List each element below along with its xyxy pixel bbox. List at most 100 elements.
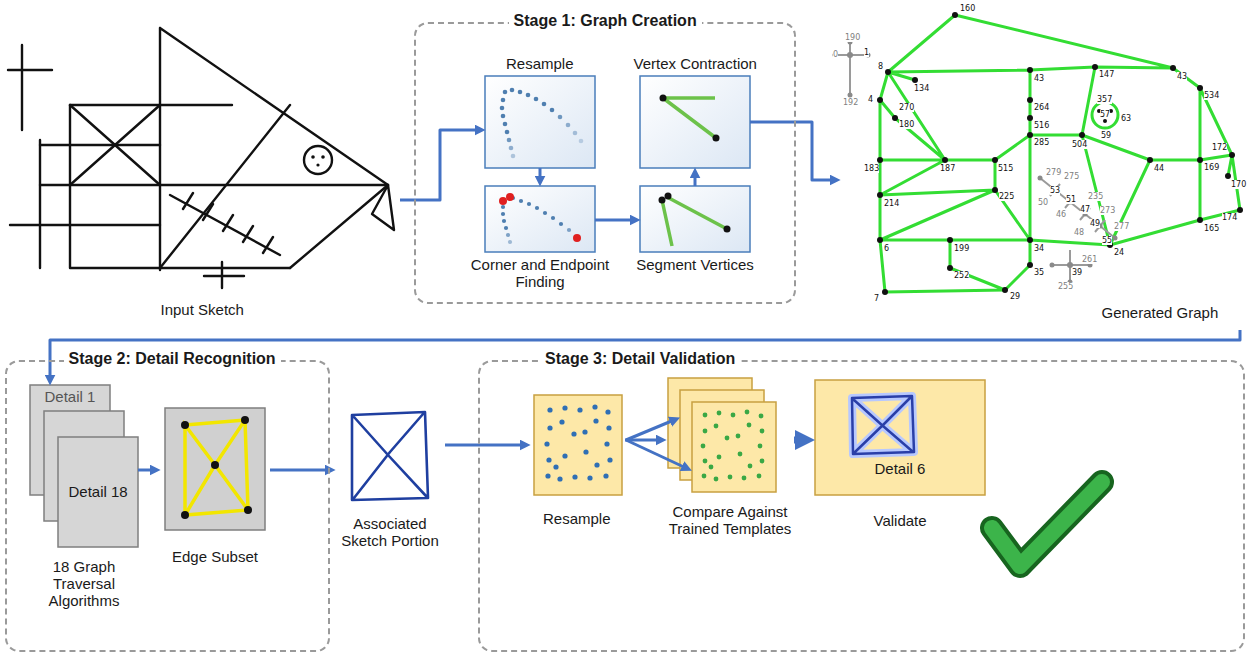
template-stack <box>668 378 776 492</box>
label-anchor: 63 <box>1121 114 1131 123</box>
panel-caption: Validate <box>874 512 927 529</box>
label-anchor: 357 <box>1097 95 1112 104</box>
vertex-number: 264 <box>1034 103 1049 112</box>
detail-card-stack <box>30 385 138 547</box>
panel-caption: Associated Sketch Portion <box>335 515 445 550</box>
label-anchor: 273 <box>1100 206 1115 215</box>
label-anchor: 51 <box>1066 195 1076 204</box>
label-anchor: 0 <box>833 50 838 59</box>
vertex-number: 187 <box>940 164 955 173</box>
vertex-number: 1 <box>864 48 869 57</box>
process-panel: Resample <box>485 55 595 168</box>
label-anchor: 43 <box>1177 72 1187 81</box>
label-anchor: 277 <box>1114 222 1129 231</box>
vertex-number: 55 <box>1102 236 1112 245</box>
flow-arrow <box>445 444 524 447</box>
input-sketch-drawing <box>8 28 394 288</box>
detail-label: Detail 6 <box>875 460 926 477</box>
label-anchor: 279 <box>1046 168 1061 177</box>
input-sketch: Input Sketch <box>5 25 400 325</box>
label-anchor: 235 <box>1088 192 1103 201</box>
panel-caption: Resample <box>543 510 611 527</box>
label-anchor: 225 <box>999 192 1014 201</box>
sketch-portion: Associated Sketch Portion <box>335 405 445 555</box>
vertex-number: 43 <box>1177 72 1187 81</box>
vertex-number: 516 <box>1034 121 1049 130</box>
label-anchor: 187 <box>940 164 955 173</box>
label-anchor: 1 <box>864 48 869 57</box>
label-anchor: 8 <box>878 62 883 71</box>
vertex-number: 134 <box>914 84 929 93</box>
label-anchor: 47 <box>1080 205 1090 214</box>
label-anchor: 59 <box>1101 131 1111 140</box>
vertex-number: 357 <box>1097 95 1112 104</box>
vertex-number: 275 <box>1064 172 1079 181</box>
label-anchor: 46 <box>1056 210 1066 219</box>
vertex-number: 170 <box>1231 180 1246 189</box>
label-anchor: 43 <box>1034 74 1044 83</box>
vertex-number: 39 <box>1072 268 1082 277</box>
label-anchor: 214 <box>884 199 899 208</box>
label-anchor: 29 <box>1010 292 1020 301</box>
label-anchor: 48 <box>1074 228 1084 237</box>
graph-caption: Generated Graph <box>1102 304 1219 321</box>
card-label: Detail 18 <box>69 483 128 500</box>
flow-arrow <box>400 130 479 200</box>
label-anchor: 50 <box>1038 198 1048 207</box>
vertex-number: 48 <box>1074 228 1084 237</box>
vertex-number: 43 <box>1034 74 1044 83</box>
edge-subset-drawing <box>165 408 265 530</box>
label-anchor: 264 <box>1034 103 1049 112</box>
vertex-number: 172 <box>1212 143 1227 152</box>
label-anchor: 4 <box>868 95 873 104</box>
vertex-number: 24 <box>1114 248 1124 257</box>
panel-caption: Edge Subset <box>172 548 258 565</box>
associated-sketch-drawing <box>352 412 428 500</box>
label-anchor: 190 <box>845 33 860 42</box>
label-anchor: 174 <box>1222 213 1237 222</box>
vertex-number: 4 <box>868 95 873 104</box>
flow-arrow <box>794 437 805 444</box>
label-anchor: 6 <box>884 244 889 253</box>
card-stack: Detail 1Detail 1818 Graph Traversal Algo… <box>30 385 138 625</box>
label-anchor: 57 <box>1100 110 1110 119</box>
process-panel: Segment Vertices <box>640 186 750 292</box>
vertex-number: 8 <box>878 62 883 71</box>
check-mark <box>992 482 1102 566</box>
vertex-number: 235 <box>1088 192 1103 201</box>
label-anchor: 192 <box>843 98 858 107</box>
vertex-number: 270 <box>899 103 914 112</box>
vertex-number: 190 <box>845 33 860 42</box>
vertex-number: 261 <box>1082 255 1097 264</box>
label-anchor: 172 <box>1212 143 1227 152</box>
vertex-number: 285 <box>1034 138 1049 147</box>
label-anchor: 285 <box>1034 138 1049 147</box>
edge-subset: Edge Subset <box>160 408 270 568</box>
vertex-number: 6 <box>884 244 889 253</box>
label-anchor: 53 <box>1050 186 1060 195</box>
label-anchor: 516 <box>1034 121 1049 130</box>
vertex-number: 57 <box>1100 110 1110 119</box>
corner-dots <box>499 193 581 244</box>
label-anchor: 534 <box>1204 91 1219 100</box>
label-anchor: 170 <box>1231 180 1246 189</box>
label-anchor: 39 <box>1072 268 1082 277</box>
segment-lines <box>659 95 731 247</box>
label-anchor: 165 <box>1204 224 1219 233</box>
vertex-number: 169 <box>1204 163 1219 172</box>
generated-graph: Generated Graph <box>840 8 1245 330</box>
resample-dots <box>500 88 584 159</box>
stage-title: Stage 3: Detail Validation <box>540 350 740 368</box>
vertex-number: 165 <box>1204 224 1219 233</box>
label-anchor: 160 <box>960 4 975 13</box>
stage-title: Stage 1: Graph Creation <box>509 12 702 30</box>
vertex-number: 225 <box>999 192 1014 201</box>
label-anchor: 270 <box>899 103 914 112</box>
vertex-number: 7 <box>874 294 879 303</box>
vertex-number: 35 <box>1034 268 1044 277</box>
label-anchor: 34 <box>1034 244 1044 253</box>
vertex-number: 252 <box>954 271 969 280</box>
card-label: Detail 1 <box>45 388 96 405</box>
vertex-number: 63 <box>1121 114 1131 123</box>
